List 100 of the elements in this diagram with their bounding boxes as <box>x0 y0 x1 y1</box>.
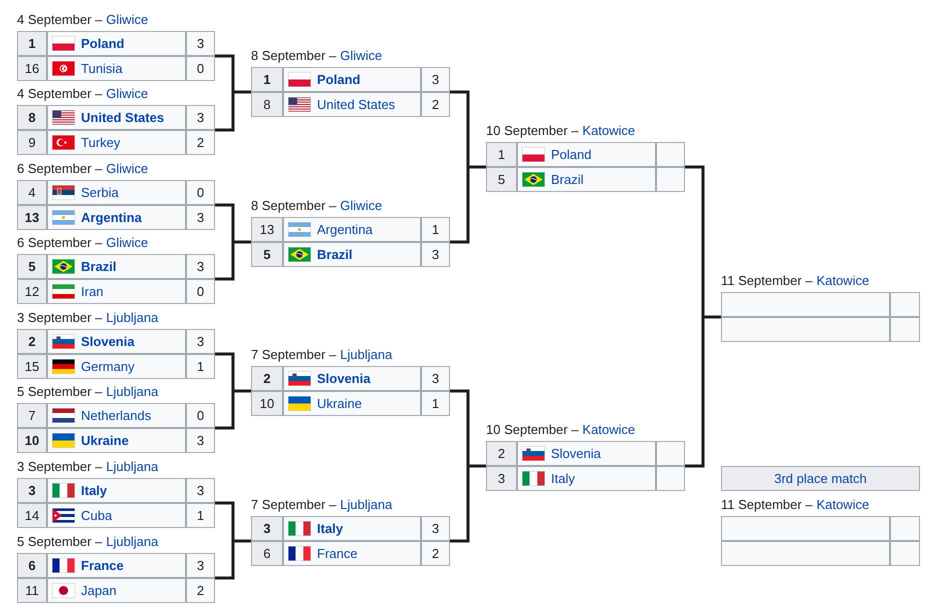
team-link: Ukraine <box>317 396 362 412</box>
score: 3 <box>186 105 215 130</box>
seed-number: 1 <box>486 142 517 167</box>
score: 3 <box>186 254 215 279</box>
team-link: Poland <box>81 36 124 52</box>
match-date: 7 September – <box>251 346 336 364</box>
score: 2 <box>421 92 450 117</box>
bracket-line <box>215 540 251 580</box>
match-date: 8 September – <box>251 197 336 215</box>
score: 3 <box>186 205 215 230</box>
score: 2 <box>421 541 450 566</box>
seed-number: 6 <box>251 541 283 566</box>
team-link: Brazil <box>81 258 116 274</box>
match-date: 4 September – <box>17 11 102 29</box>
team-link: Japan <box>81 582 116 598</box>
team-link: Germany <box>81 358 134 374</box>
team-link: Italy <box>551 470 575 486</box>
venue-link: Gliwice <box>340 197 382 215</box>
score: 3 <box>421 516 450 541</box>
venue-link: Ljubljana <box>106 458 158 476</box>
match-date: 10 September – <box>486 421 579 439</box>
match-date: 8 September – <box>251 47 336 65</box>
team-link: Iran <box>81 284 104 300</box>
seed-number: 3 <box>251 516 283 541</box>
score: 1 <box>186 354 215 379</box>
score: 0 <box>186 180 215 205</box>
team-link: Argentina <box>317 222 373 238</box>
score: 3 <box>186 478 215 503</box>
seed-number: 2 <box>17 329 47 354</box>
score: 3 <box>421 242 450 267</box>
score: 3 <box>186 428 215 453</box>
venue-link: Katowice <box>582 122 636 140</box>
team-link: Netherlands <box>81 408 152 424</box>
seed-number: 4 <box>17 180 47 205</box>
seed-number: 8 <box>17 105 47 130</box>
venue-link: Katowice <box>582 421 636 439</box>
match-date: 6 September – <box>17 234 102 252</box>
seed-number: 13 <box>251 217 283 242</box>
bracket-line <box>215 90 251 132</box>
match-date: 3 September – <box>17 458 102 476</box>
team-link: Argentina <box>81 210 142 226</box>
bracket-line <box>685 316 721 468</box>
seed-number: 2 <box>251 366 283 391</box>
match-date: 11 September – <box>721 496 813 514</box>
score: 3 <box>186 329 215 354</box>
match-date: 5 September – <box>17 383 102 401</box>
venue-link: Katowice <box>816 272 870 290</box>
team-link: Brazil <box>551 172 584 188</box>
seed-number: 6 <box>17 553 47 578</box>
venue-link: Gliwice <box>106 234 148 252</box>
seed-number: 5 <box>17 254 47 279</box>
venue-link: Ljubljana <box>106 383 158 401</box>
team-link: United States <box>317 96 396 112</box>
team-link: Italy <box>317 520 344 536</box>
seed-number: 11 <box>17 578 47 603</box>
seed-number: 5 <box>251 242 283 267</box>
seed-number: 2 <box>486 441 517 466</box>
score: 1 <box>421 391 450 416</box>
team-link: Poland <box>317 72 360 88</box>
team-link: Italy <box>81 482 108 498</box>
venue-link: Gliwice <box>106 11 148 29</box>
seed-number: 5 <box>486 167 517 192</box>
seed-number: 13 <box>17 205 47 230</box>
seed-number: 7 <box>17 403 47 428</box>
match-date: 4 September – <box>17 85 102 103</box>
score: 0 <box>186 279 215 304</box>
seed-number: 1 <box>17 31 47 56</box>
seed-number: 12 <box>17 279 47 304</box>
bracket-line <box>215 390 251 430</box>
seed-number: 8 <box>251 92 283 117</box>
venue-link: Ljubljana <box>106 533 158 551</box>
team-link: Slovenia <box>81 334 134 350</box>
match-date: 10 September – <box>486 122 579 140</box>
score: 0 <box>186 403 215 428</box>
team-link: Cuba <box>81 508 112 524</box>
seed-number: 10 <box>17 428 47 453</box>
seed-number: 9 <box>17 130 47 155</box>
match-date: 11 September – <box>721 272 813 290</box>
score: 1 <box>421 217 450 242</box>
score: 2 <box>186 130 215 155</box>
score: 3 <box>421 366 450 391</box>
team-link: France <box>81 558 124 574</box>
seed-number: 10 <box>251 391 283 416</box>
score: 1 <box>186 503 215 528</box>
seed-number: 3 <box>17 478 47 503</box>
venue-link: Gliwice <box>106 160 148 178</box>
venue-link: Ljubljana <box>340 496 392 514</box>
venue-link: Ljubljana <box>340 346 392 364</box>
seed-number: 16 <box>17 56 47 81</box>
venue-link: Katowice <box>816 496 870 514</box>
team-link: Slovenia <box>317 370 370 386</box>
team-link: Slovenia <box>551 446 601 462</box>
seed-number: 1 <box>251 67 283 92</box>
venue-link: Gliwice <box>106 85 148 103</box>
score: 2 <box>186 578 215 603</box>
team-link: Turkey <box>81 134 120 150</box>
venue-link: Gliwice <box>340 47 382 65</box>
seed-number: 3 <box>486 466 517 491</box>
score: 0 <box>186 56 215 81</box>
team-link: Serbia <box>81 184 119 200</box>
